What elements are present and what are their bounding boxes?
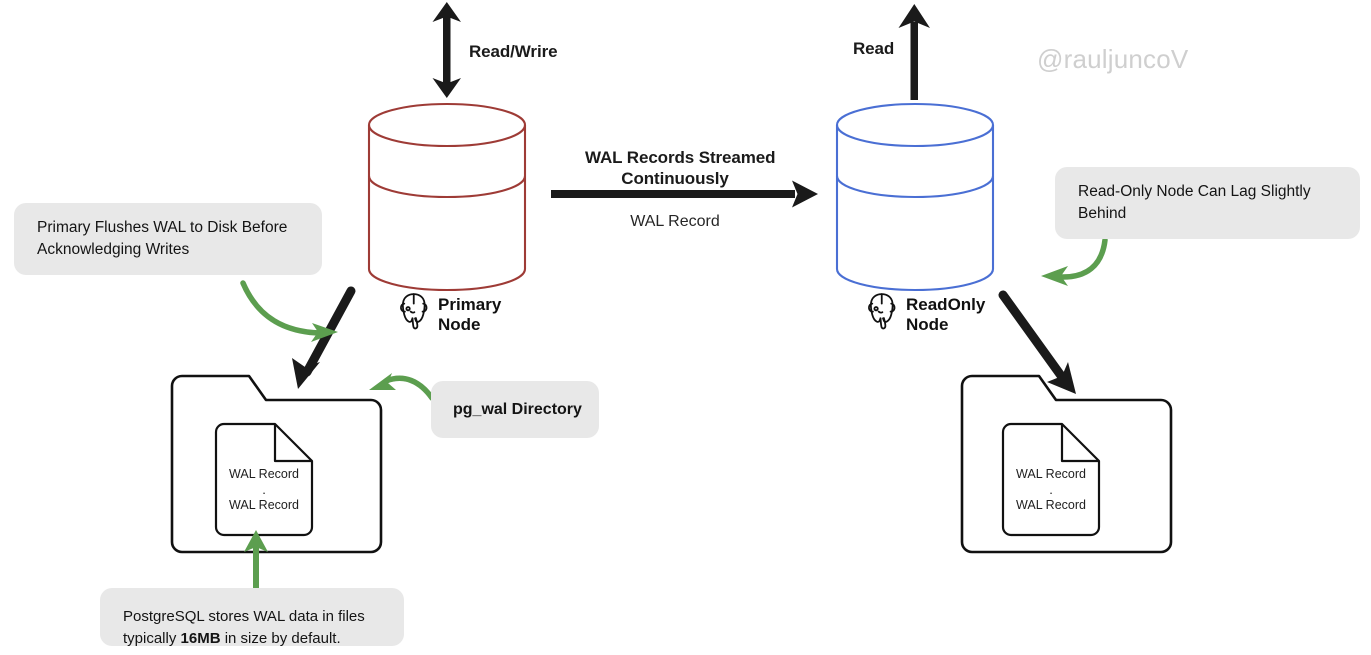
pgwal-callout-arrow (369, 373, 435, 401)
read-write-arrow (432, 2, 461, 98)
readonly-node-label: ReadOnly Node (906, 295, 986, 335)
callout-flush-wal: Primary Flushes WAL to Disk Before Ackno… (14, 203, 322, 275)
primary-to-folder-arrow (292, 286, 356, 389)
pg-wal-folder-replica (960, 374, 1173, 554)
lag-callout-arrow (1041, 237, 1108, 286)
wal-document-replica (1001, 422, 1101, 537)
callout-size-suffix: in size by default. (220, 629, 341, 647)
callout-pgwal-directory-text: pg_wal Directory (453, 400, 582, 418)
wal-record-line-1: WAL Record (229, 467, 299, 481)
callout-flush-wal-text: Primary Flushes WAL to Disk Before Ackno… (37, 218, 288, 258)
read-arrow-label: Read (853, 39, 895, 58)
wal-document-replica-text: WAL Record . WAL Record (1003, 466, 1099, 514)
wal-streaming-label-top: WAL Records Streamed Continuously (585, 148, 776, 188)
postgresql-elephant-icon-primary (400, 293, 428, 330)
callout-replica-lag-text: Read-Only Node Can Lag Slightly Behind (1078, 182, 1311, 222)
replica-to-folder-arrow (998, 290, 1076, 394)
primary-node-cylinder (367, 102, 527, 292)
wal-streaming-arrow (551, 180, 818, 208)
wal-record-separator: . (262, 481, 266, 497)
wal-streaming-label-bottom: WAL Record (630, 213, 720, 230)
flush-callout-arrow (240, 280, 338, 342)
callout-pgwal-directory: pg_wal Directory (431, 381, 599, 438)
wal-document-primary-text: WAL Record . WAL Record (216, 466, 312, 514)
callout-wal-file-size-text: PostgreSQL stores WAL data in files typi… (123, 584, 365, 649)
wal-record-line-1: WAL Record (1016, 467, 1086, 481)
pg-wal-folder-primary (170, 374, 383, 554)
read-write-arrow-label: Read/Wrire (469, 42, 558, 61)
size-callout-arrow (244, 530, 268, 593)
callout-wal-file-size: PostgreSQL stores WAL data in files typi… (100, 588, 404, 647)
callout-replica-lag: Read-Only Node Can Lag Slightly Behind (1055, 167, 1360, 239)
callout-size-prefix: PostgreSQL stores WAL data in files typi… (123, 608, 365, 647)
wal-document-primary (214, 422, 314, 537)
callout-size-emphasis: 16MB (180, 629, 221, 647)
wal-record-line-2: WAL Record (229, 498, 299, 513)
read-arrow (898, 4, 930, 100)
primary-node-label: Primary Node (438, 295, 502, 335)
postgresql-elephant-icon-replica (868, 293, 896, 330)
readonly-node-cylinder (835, 102, 995, 292)
watermark: @rauljuncoV (1037, 44, 1189, 74)
wal-record-separator: . (1049, 481, 1053, 497)
wal-record-line-2: WAL Record (1016, 498, 1086, 513)
